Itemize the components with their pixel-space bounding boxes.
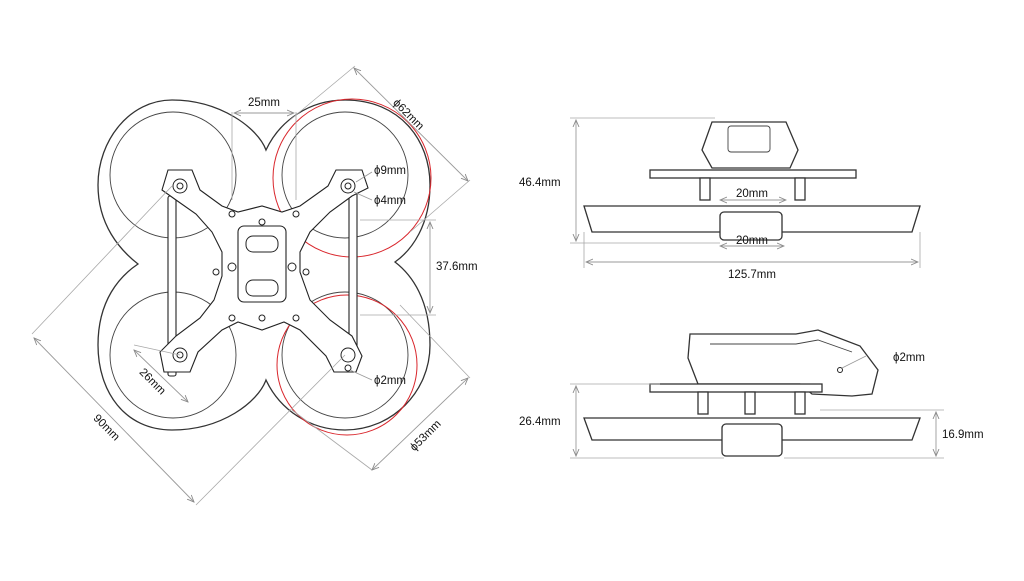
top-view: 25mm ϕ62mm ϕ53mm 37.6mm 90mm 26mm ϕ9mm ϕ…: [31, 65, 478, 506]
side-hole2-leader: [841, 355, 867, 369]
dim-62-ext-b: [409, 179, 471, 233]
motor-mount-center-fr: [344, 182, 352, 190]
stack-hole-right: [287, 262, 297, 272]
dim-53-label: ϕ53mm: [408, 418, 444, 454]
front-standoff-left: [699, 177, 711, 201]
hole4-label: ϕ4mm: [374, 195, 406, 207]
dim-26-line: [134, 350, 188, 402]
frame-hole-8: [302, 268, 310, 276]
dim-90-ext-b: [195, 354, 346, 506]
dim-125-label: 125.7mm: [728, 269, 776, 281]
hole4-leader: [353, 191, 373, 201]
side-standoff-2: [744, 391, 756, 415]
dim-53-ext-a: [291, 409, 373, 471]
hole9-label: ϕ9mm: [374, 165, 406, 177]
dim-37-label: 37.6mm: [436, 261, 478, 273]
frame-hole-7: [212, 268, 220, 276]
dim-25-label: 25mm: [248, 97, 280, 109]
frame-hole-5: [258, 218, 266, 226]
dim-46-label: 46.4mm: [519, 177, 561, 189]
dim-53-ext-b: [399, 304, 471, 379]
dim-53-line: [372, 378, 468, 470]
dim-16-9-label: 16.9mm: [942, 429, 984, 441]
frame-hole-6: [258, 314, 266, 322]
motor-mount-center-fl: [176, 182, 184, 190]
side-standoff-3: [794, 391, 806, 415]
front-top-plate: [649, 169, 857, 179]
motor-mount-hole-rr: [340, 347, 356, 363]
frame-hole-1: [228, 210, 236, 218]
dim-26-4-label: 26.4mm: [519, 416, 561, 428]
dim-20-top-label: 20mm: [736, 188, 768, 200]
front-standoff-right: [794, 177, 806, 201]
side-battery-pod: [721, 423, 783, 457]
hole2-leader: [349, 369, 373, 381]
side-hole2-label: ϕ2mm: [893, 352, 925, 364]
motor-mount-center-rr: [344, 364, 352, 372]
front-battery-pod: [719, 211, 783, 241]
front-view: 46.4mm 20mm 20mm 125.7mm: [519, 117, 921, 281]
camera-lens-housing: [727, 125, 771, 153]
stack-slot-bottom: [245, 279, 279, 297]
side-standoff-1: [697, 391, 709, 415]
dim-90-line: [34, 338, 194, 502]
frame-hole-4: [292, 314, 300, 322]
hole2-label: ϕ2mm: [374, 375, 406, 387]
canopy-hole: [837, 367, 843, 373]
stack-slot-top: [245, 235, 279, 253]
dim-90-label: 90mm: [91, 412, 122, 443]
frame-hole-3: [228, 314, 236, 322]
dim-90-ext-a: [31, 185, 173, 335]
side-top-plate: [649, 383, 823, 393]
dim-62-ext-a: [289, 65, 356, 121]
dim-62-line: [354, 68, 468, 181]
prop-guard-rear-right: [281, 291, 409, 419]
camera-cage: [701, 121, 799, 169]
canopy-inner-line: [710, 339, 853, 353]
prop-guard-inner-highlight: [276, 294, 418, 436]
dim-20-bottom-label: 20mm: [736, 235, 768, 247]
frame-hole-2: [292, 210, 300, 218]
side-view: ϕ2mm 26.4mm 16.9mm: [519, 329, 984, 459]
hole9-leader: [355, 171, 373, 183]
side-canopy: [687, 329, 879, 397]
stack-hole-left: [227, 262, 237, 272]
